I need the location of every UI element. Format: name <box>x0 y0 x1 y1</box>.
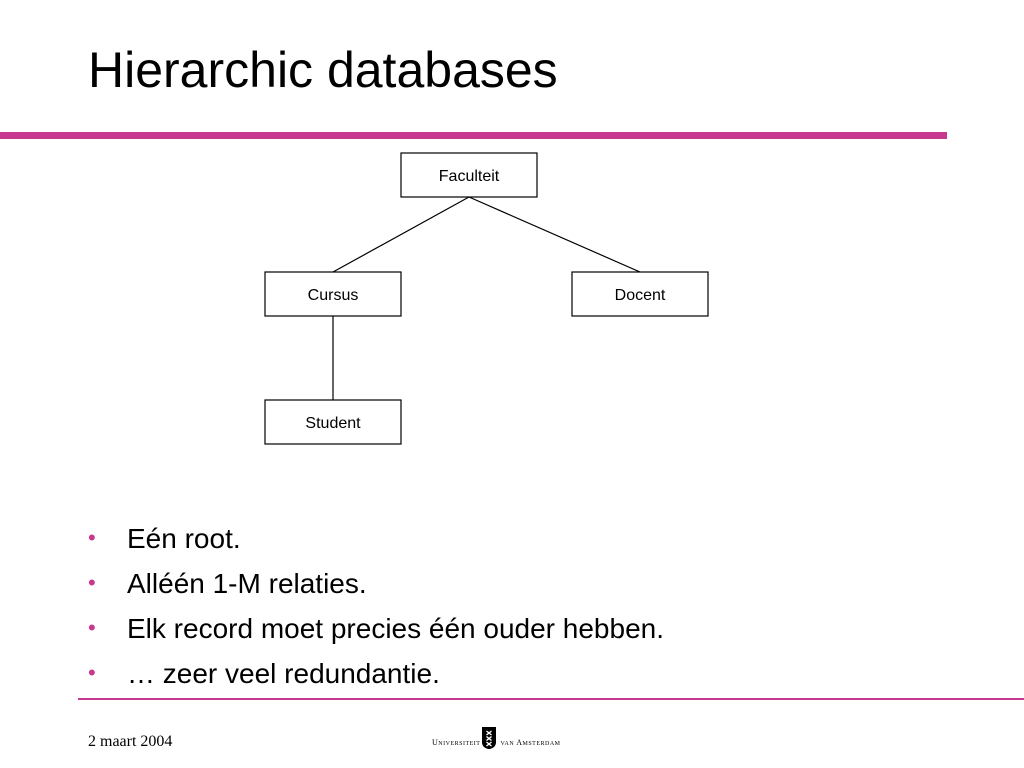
logo-word-left: Universiteit <box>432 738 481 747</box>
university-logo: Universiteit van Amsterdam <box>432 724 561 750</box>
node-docent: Docent <box>571 271 709 317</box>
node-cursus: Cursus <box>264 271 402 317</box>
edge-faculteit-cursus <box>332 196 470 273</box>
slide-title: Hierarchic databases <box>88 42 558 98</box>
node-student: Student <box>264 399 402 445</box>
bullet-text: Eén root. <box>127 523 241 554</box>
node-faculteit: Faculteit <box>400 152 538 198</box>
bullet-dot-icon: • <box>88 570 96 595</box>
bullet-dot-icon: • <box>88 615 96 640</box>
bullet-text: … zeer veel redundantie. <box>127 658 440 689</box>
bullet-item: • Elk record moet precies één ouder hebb… <box>88 606 664 651</box>
footer-divider <box>78 698 1024 700</box>
logo-word-right: van Amsterdam <box>500 738 561 747</box>
footer-date: 2 maart 2004 <box>88 733 173 750</box>
node-cursus-label: Cursus <box>308 287 359 304</box>
node-faculteit-label: Faculteit <box>439 168 500 185</box>
edge-faculteit-docent <box>468 196 641 273</box>
bullet-text: Elk record moet precies één ouder hebben… <box>127 613 664 644</box>
hierarchy-diagram: Faculteit Cursus Docent Student <box>264 152 709 445</box>
bullet-item: • … zeer veel redundantie. <box>88 651 664 696</box>
bullet-item: • Eén root. <box>88 516 664 561</box>
bullet-list: • Eén root. • Alléén 1-M relaties. • Elk… <box>88 516 664 696</box>
bullet-dot-icon: • <box>88 660 96 685</box>
node-docent-label: Docent <box>615 287 666 304</box>
bullet-dot-icon: • <box>88 525 96 550</box>
node-student-label: Student <box>305 415 361 432</box>
bullet-text: Alléén 1-M relaties. <box>127 568 367 599</box>
bullet-item: • Alléén 1-M relaties. <box>88 561 664 606</box>
uva-shield-icon <box>482 727 497 749</box>
title-divider <box>0 132 947 139</box>
